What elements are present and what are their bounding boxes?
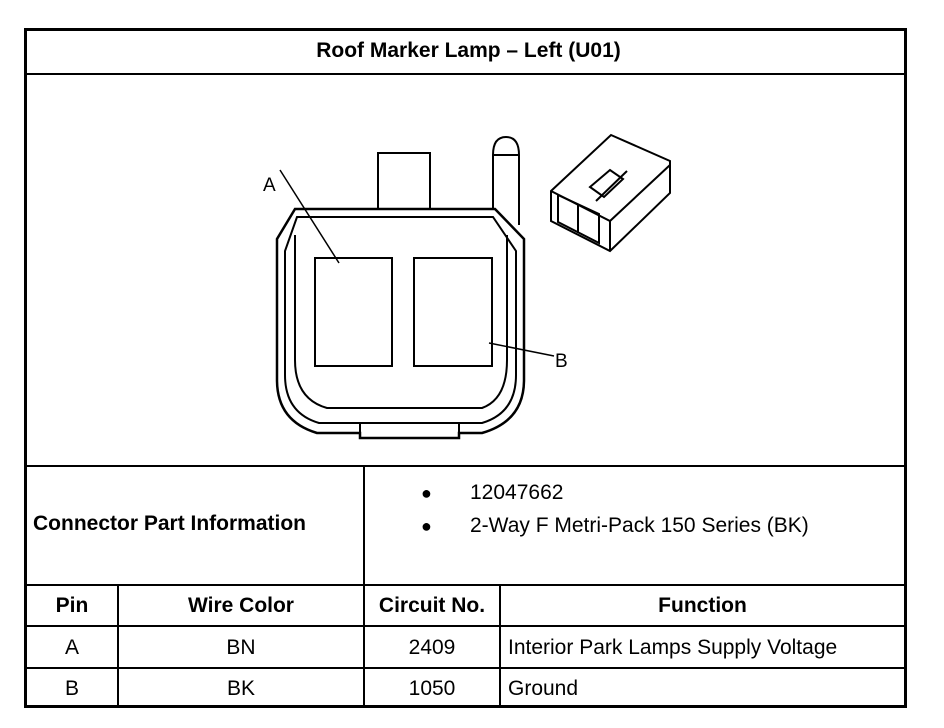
divider [27,465,904,467]
bullet-icon: ● [421,516,432,536]
table-row-circuit: 1050 [408,677,456,700]
table-row-wire-color: BK [226,677,255,700]
connector-sheet: Roof Marker Lamp – Left (U01) [24,28,907,708]
divider [363,467,365,584]
divider [27,73,904,75]
divider [499,586,501,708]
connector-diagram: A B [263,133,671,440]
divider [117,586,119,708]
label-a: A [263,175,276,196]
page-title: Roof Marker Lamp – Left (U01) [316,39,621,62]
bullet-icon: ● [421,483,432,503]
divider [27,584,904,586]
divider [27,667,904,669]
part-number: 12047662 [470,481,564,504]
table-row-wire-color: BN [226,636,256,659]
connector-description: 2-Way F Metri-Pack 150 Series (BK) [470,514,809,537]
header-function: Function [658,594,747,617]
header-pin: Pin [55,594,89,617]
label-b: B [555,351,568,372]
table-row-function: Interior Park Lamps Supply Voltage [508,636,838,659]
divider [27,625,904,627]
table-row-circuit: 2409 [408,636,456,659]
header-wire-color: Wire Color [188,594,294,617]
divider [363,586,365,708]
table-row-pin: B [64,677,79,700]
connector-info-label: Connector Part Information [33,512,307,535]
table-row-function: Ground [508,677,579,700]
header-circuit-no: Circuit No. [378,594,486,617]
table-row-pin: A [64,636,79,659]
